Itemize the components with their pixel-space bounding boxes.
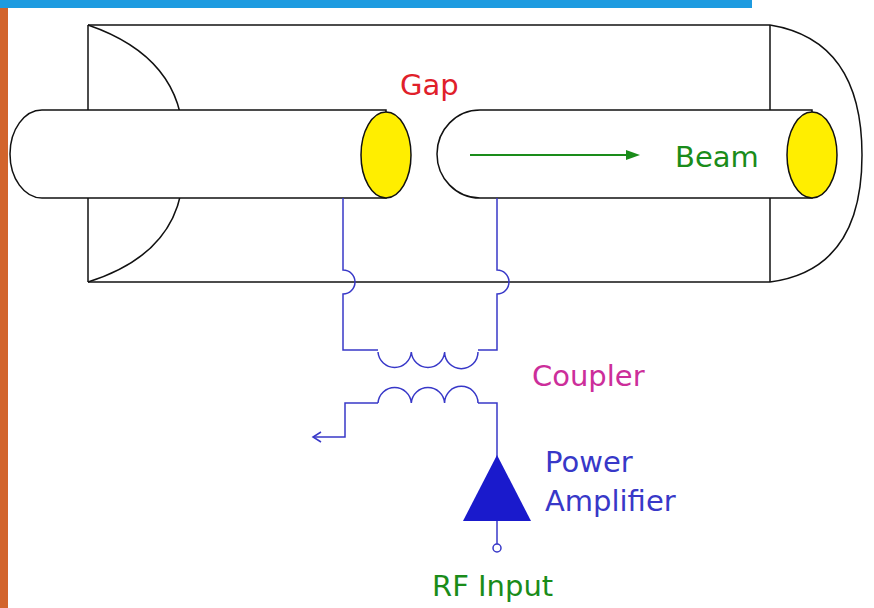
top-bar (0, 0, 752, 8)
drift-tubes (10, 110, 837, 198)
input-label: RF Input (432, 567, 553, 606)
amplifier-symbol (463, 455, 531, 521)
edge-strip (0, 8, 8, 608)
amplifier-label: Power Amplifier (545, 443, 695, 521)
gap-label: Gap (400, 66, 459, 105)
beam-label: Beam (675, 138, 759, 177)
beam-arrow (470, 150, 640, 160)
coupler-label: Coupler (532, 357, 645, 396)
